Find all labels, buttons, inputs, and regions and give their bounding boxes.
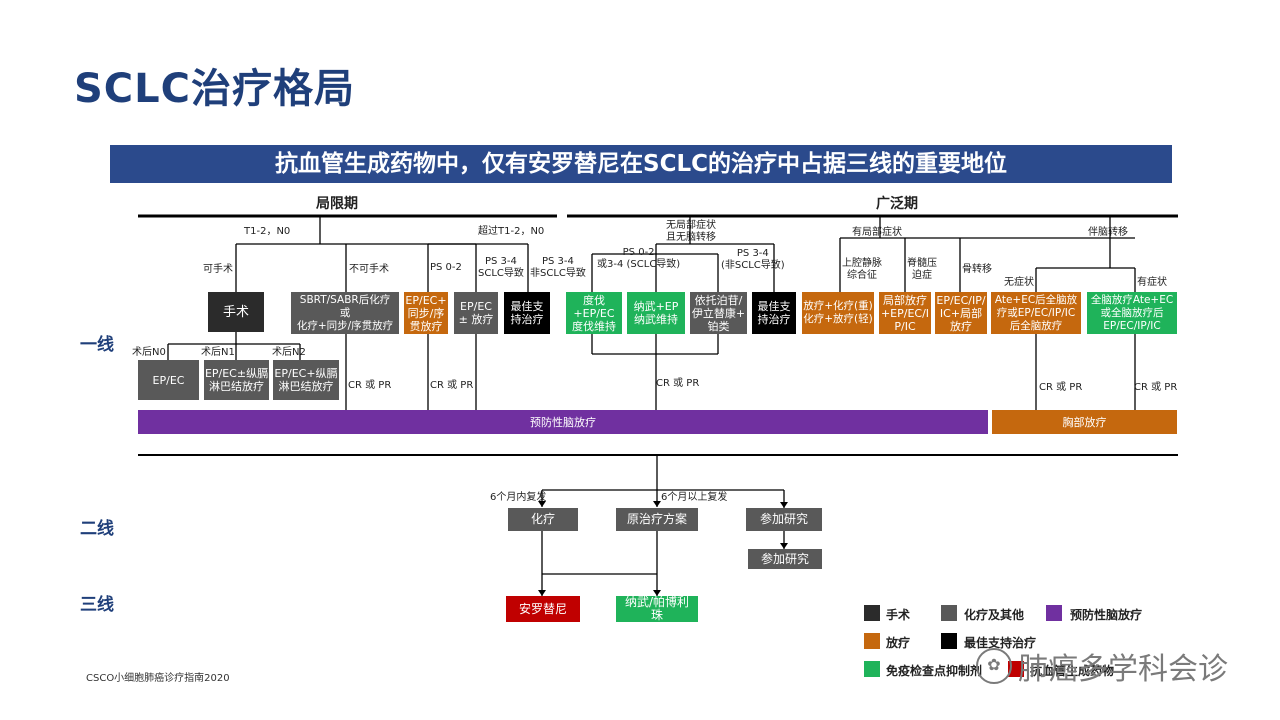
bar-thoracic-rt: 胸部放疗 <box>992 410 1177 434</box>
legend-swatch <box>864 633 880 649</box>
legend-label: 抗血管生成药物 <box>1030 664 1115 678</box>
legend-label: 手术 <box>886 608 911 622</box>
label-ext-ps02: PS 0-2 或3-4 (SCLC导致) <box>597 247 681 270</box>
page-title: SCLC治疗格局 <box>74 66 356 112</box>
label-within-6m: 6个月内复发 <box>490 492 547 503</box>
box-surgery: 手术 <box>208 292 264 332</box>
box-chemo-rt: 放疗+化疗(重) 化疗+放疗(轻) <box>802 292 874 334</box>
box-bsc-limited: 最佳支 持治疗 <box>504 292 550 334</box>
label-pn2: 术后N2 <box>272 347 306 358</box>
label-cr-pr: CR 或 PR <box>348 380 392 391</box>
label-cr-pr: CR 或 PR <box>1134 382 1178 393</box>
label-asymptomatic: 无症状 <box>1004 277 1034 288</box>
box-local-rt: 局部放疗 +EP/EC/I P/IC <box>879 292 931 334</box>
wechat-icon: ✿ <box>976 648 1012 684</box>
box-bone-rt: EP/EC/IP/ IC+局部 放疗 <box>935 292 987 334</box>
row-label-third: 三线 <box>80 595 114 615</box>
box-epec-n0: EP/EC <box>138 360 199 400</box>
label-local-symptom: 有局部症状 <box>852 227 902 238</box>
label-spinal: 脊髓压 迫症 <box>907 258 937 281</box>
banner: 抗血管生成药物中，仅有安罗替尼在SCLC的治疗中占据三线的重要地位 <box>110 145 1172 183</box>
box-bsc-extensive: 最佳支 持治疗 <box>752 292 796 334</box>
label-ps02: PS 0-2 <box>430 262 462 273</box>
phase-limited: 局限期 <box>316 196 358 212</box>
label-pn0: 术后N0 <box>132 347 166 358</box>
box-trial-1: 参加研究 <box>746 508 822 531</box>
legend-label: 放疗 <box>886 636 911 650</box>
label-ext-ps34: PS 3-4 (非SCLC导致) <box>721 248 785 271</box>
row-label-second: 二线 <box>80 519 114 539</box>
source-citation: CSCO小细胞肺癌诊疗指南2020 <box>86 673 230 684</box>
box-durvalumab: 度伐 +EP/EC 度伐维持 <box>566 292 622 334</box>
box-etoposide: 依托泊苷/ 伊立替康+ 铂类 <box>690 292 747 334</box>
box-sbrt: SBRT/SABR后化疗 或 化疗+同步/序贯放疗 <box>291 292 399 334</box>
label-ps34-sclc: PS 3-4 SCLC导致 <box>478 256 524 279</box>
label-svc: 上腔静脉 综合征 <box>842 258 882 281</box>
box-epec-n1: EP/EC±纵膈 淋巴结放疗 <box>204 360 269 400</box>
label-beyond-6m: 6个月以上复发 <box>661 492 728 503</box>
label-cr-pr: CR 或 PR <box>430 380 474 391</box>
box-chemo-2nd: 化疗 <box>508 508 578 531</box>
label-cr-pr: CR 或 PR <box>1039 382 1083 393</box>
box-ep-ec-rt: EP/EC+ 同步/序 贯放疗 <box>404 292 448 334</box>
box-epec-n2: EP/EC+纵膈 淋巴结放疗 <box>273 360 339 400</box>
legend-label: 预防性脑放疗 <box>1070 608 1143 622</box>
phase-extensive: 广泛期 <box>876 196 918 212</box>
box-nivolumab: 纳武+EP 纳武维持 <box>627 292 685 334</box>
label-brain-mets: 伴脑转移 <box>1088 227 1128 238</box>
legend-label: 最佳支持治疗 <box>964 636 1037 650</box>
legend-swatch <box>1008 661 1024 677</box>
label-no-symptom: 无局部症状 且无脑转移 <box>666 220 716 243</box>
legend-swatch <box>941 633 957 649</box>
label-beyond-t12n0: 超过T1-2，N0 <box>478 226 545 237</box>
label-bone: 骨转移 <box>962 264 992 275</box>
box-original-regimen: 原治疗方案 <box>616 508 698 531</box>
label-symptomatic: 有症状 <box>1137 277 1167 288</box>
legend-label: 免疫检查点抑制剂 <box>886 664 983 678</box>
legend-swatch <box>1046 605 1062 621</box>
legend-swatch <box>864 661 880 677</box>
box-nivo-pembro: 纳武/帕博利 珠 <box>616 596 698 622</box>
label-t12n0: T1-2，N0 <box>244 226 291 237</box>
label-ps34-nonsclc: PS 3-4 非SCLC导致 <box>530 256 586 279</box>
box-anlotinib: 安罗替尼 <box>506 596 580 622</box>
box-ep-ec-pm-rt: EP/EC ± 放疗 <box>454 292 498 334</box>
legend-swatch <box>941 605 957 621</box>
legend-swatch <box>864 605 880 621</box>
label-operable: 可手术 <box>203 264 233 275</box>
label-pn1: 术后N1 <box>201 347 235 358</box>
legend-label: 化疗及其他 <box>964 608 1025 622</box>
bar-pci: 预防性脑放疗 <box>138 410 988 434</box>
label-inoperable: 不可手术 <box>349 264 389 275</box>
box-wbrt-ate-ec: 全脑放疗Ate+EC 或全脑放疗后 EP/EC/IP/IC <box>1087 292 1177 334</box>
row-label-first: 一线 <box>80 335 114 355</box>
box-ate-ec-wbrt: Ate+EC后全脑放 疗或EP/EC/IP/IC 后全脑放疗 <box>991 292 1081 334</box>
label-cr-pr: CR 或 PR <box>656 378 700 389</box>
box-trial-2: 参加研究 <box>748 549 822 569</box>
watermark-text: 肺癌多学科会诊 <box>1018 652 1228 687</box>
watermark: ✿ 肺癌多学科会诊 <box>976 644 1228 688</box>
